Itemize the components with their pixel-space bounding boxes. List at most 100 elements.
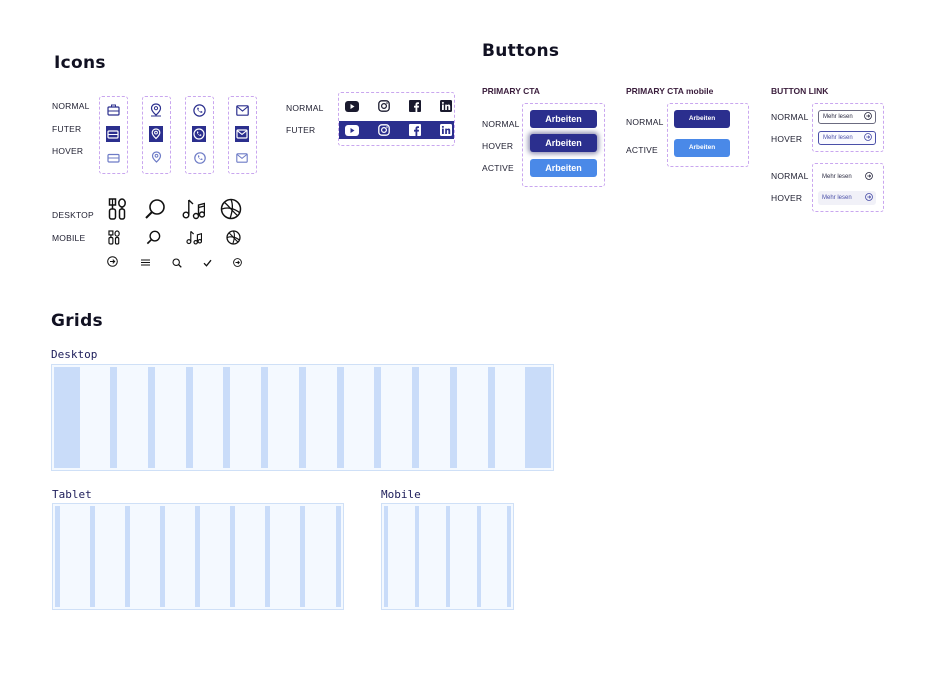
desktop-gutter	[261, 367, 268, 468]
primary-cta-label-active: ACTIVE	[482, 163, 514, 173]
basketball-icon	[220, 198, 242, 220]
primary-cta-mobile-label-active: ACTIVE	[626, 145, 658, 155]
button-link-label-hover: HOVER	[771, 134, 803, 144]
primary-cta-label-hover: HOVER	[482, 141, 514, 151]
primary-cta-box	[522, 103, 605, 187]
youtube-icon	[345, 101, 359, 112]
buttons-section-title: Buttons	[482, 41, 560, 61]
primary-cta-title: PRIMARY CTA	[482, 86, 540, 96]
button-link-text-hover[interactable]: Mehr lesen	[818, 191, 876, 205]
tablet-gutter	[90, 506, 95, 607]
arrow-circle-icon	[864, 133, 872, 143]
button-link-label-normal-2: NORMAL	[771, 171, 809, 181]
social-state-futer: FUTER	[286, 125, 316, 135]
facebook-icon	[409, 124, 421, 136]
desktop-gutter	[186, 367, 193, 468]
linkedin-icon	[440, 100, 452, 112]
primary-cta-button-normal[interactable]: Arbeiten	[530, 110, 597, 128]
location-pin-icon	[150, 103, 162, 117]
button-link-box-text	[812, 163, 884, 212]
facebook-icon	[409, 100, 421, 112]
social-icons-box	[338, 92, 455, 146]
button-link-label-normal: NORMAL	[771, 112, 809, 122]
primary-cta-mobile-box	[667, 103, 749, 167]
button-link-box-outline	[812, 103, 884, 152]
desktop-grid	[51, 364, 554, 471]
primary-cta-mobile-button-normal[interactable]: Arbeiten	[674, 110, 730, 128]
cutlery-icon	[108, 230, 121, 245]
mobile-gutter	[507, 506, 511, 607]
briefcase-icon	[106, 126, 120, 142]
social-state-normal: NORMAL	[286, 103, 324, 113]
mail-icon-column	[228, 96, 257, 174]
arrow-circle-icon	[865, 172, 873, 182]
briefcase-icon	[107, 104, 120, 116]
location-pin-icon	[151, 151, 162, 164]
tablet-gutter	[195, 506, 200, 607]
location-pin-icon	[149, 126, 163, 142]
phone-icon	[192, 126, 206, 142]
mobile-gutter	[477, 506, 481, 607]
phone-icon	[194, 152, 206, 164]
check-icon	[203, 259, 212, 267]
basketball-icon	[226, 230, 241, 245]
icons-section-title: Icons	[54, 53, 106, 73]
button-link-outline-hover[interactable]: Mehr lesen	[818, 131, 876, 145]
tablet-gutter	[55, 506, 60, 607]
button-link-title: BUTTON LINK	[771, 86, 829, 96]
tablet-gutter	[265, 506, 270, 607]
music-icon	[182, 198, 205, 220]
search-small-icon	[172, 258, 182, 268]
mobile-grid-title: Mobile	[381, 488, 421, 501]
youtube-icon	[345, 125, 359, 136]
arrow-circle-icon	[107, 256, 118, 267]
arrow-circle-small-icon	[233, 258, 242, 267]
icon-device-mobile: MOBILE	[52, 233, 86, 243]
primary-cta-label-normal: NORMAL	[482, 119, 520, 129]
button-link-outline-normal[interactable]: Mehr lesen	[818, 110, 876, 124]
briefcase-icon-column	[99, 96, 128, 174]
menu-icon	[141, 259, 150, 266]
button-link-label: Mehr lesen	[823, 114, 853, 120]
desktop-grid-title: Desktop	[51, 348, 98, 361]
mail-icon	[236, 105, 249, 116]
cutlery-icon	[108, 198, 128, 220]
desktop-margin-right	[525, 367, 551, 468]
primary-cta-mobile-button-active[interactable]: Arbeiten	[674, 139, 730, 157]
button-link-text-normal[interactable]: Mehr lesen	[818, 170, 876, 184]
grids-section-title: Grids	[51, 311, 103, 331]
primary-cta-button-hover[interactable]: Arbeiten	[530, 134, 597, 152]
tablet-grid	[52, 503, 344, 610]
desktop-gutter	[337, 367, 344, 468]
tablet-grid-title: Tablet	[52, 488, 92, 501]
primary-cta-mobile-title: PRIMARY CTA mobile	[626, 86, 714, 96]
tablet-gutter	[336, 506, 341, 607]
button-link-label: Mehr lesen	[823, 135, 853, 141]
instagram-icon	[378, 100, 390, 112]
mobile-grid	[381, 503, 514, 610]
icon-state-normal: NORMAL	[52, 101, 90, 111]
mail-icon	[235, 126, 249, 142]
desktop-gutter	[223, 367, 230, 468]
desktop-gutter	[148, 367, 155, 468]
desktop-gutter	[450, 367, 457, 468]
arrow-circle-icon	[865, 193, 873, 203]
location-icon-column	[142, 96, 171, 174]
tablet-gutter	[125, 506, 130, 607]
desktop-gutter	[488, 367, 495, 468]
desktop-gutter	[374, 367, 381, 468]
primary-cta-button-active[interactable]: Arbeiten	[530, 159, 597, 177]
social-futer-bar	[339, 121, 454, 139]
desktop-margin-left	[54, 367, 80, 468]
phone-icon	[193, 104, 206, 117]
mail-icon	[236, 153, 248, 163]
mobile-gutter	[384, 506, 388, 607]
mobile-gutter	[415, 506, 419, 607]
icon-state-futer: FUTER	[52, 124, 82, 134]
desktop-gutter	[299, 367, 306, 468]
arrow-circle-icon	[864, 112, 872, 122]
briefcase-icon	[107, 152, 120, 163]
desktop-gutter	[110, 367, 117, 468]
icon-device-desktop: DESKTOP	[52, 210, 94, 220]
mobile-gutter	[446, 506, 450, 607]
